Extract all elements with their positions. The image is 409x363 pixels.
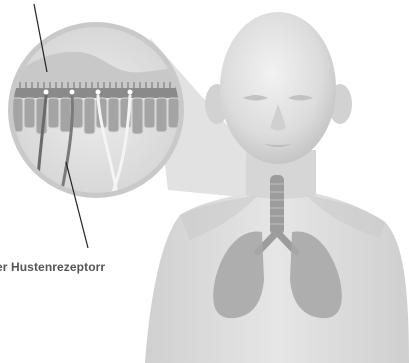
receptor-label: er Hustenrezeptorr	[0, 260, 105, 274]
head	[220, 12, 336, 164]
